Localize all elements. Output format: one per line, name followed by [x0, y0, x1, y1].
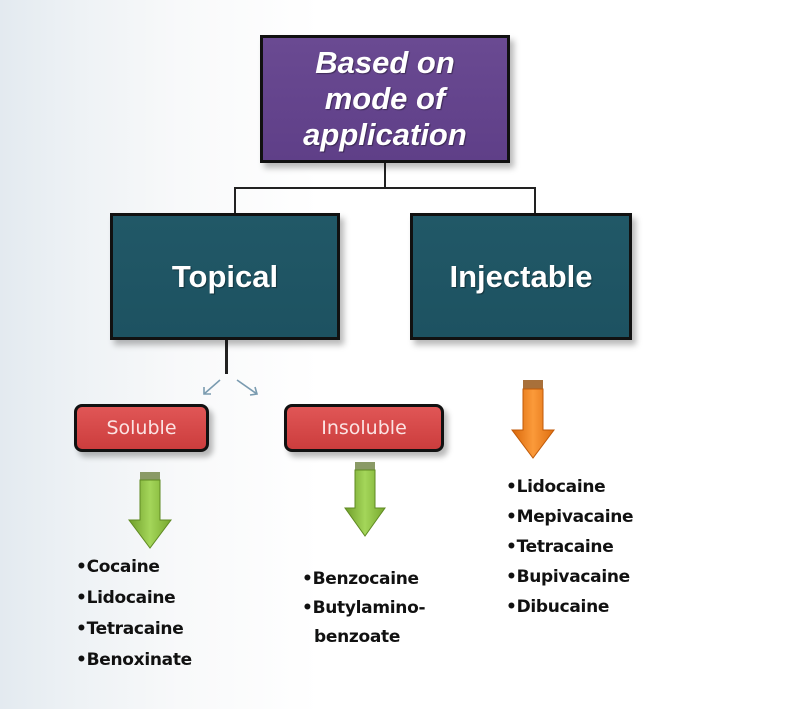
connector-horizontal	[234, 187, 536, 189]
soluble-drug-list: •Cocaine •Lidocaine •Tetracaine •Benoxin…	[76, 552, 192, 676]
injectable-label: Injectable	[449, 258, 593, 294]
injectable-node: Injectable	[410, 213, 632, 340]
bullet: •	[76, 557, 87, 577]
insoluble-node: Insoluble	[284, 404, 444, 452]
bullet: •	[76, 619, 87, 639]
drug-name: Mepivacaine	[516, 507, 634, 527]
drug-name: Bupivacaine	[516, 567, 631, 587]
soluble-node: Soluble	[74, 404, 209, 452]
insoluble-label: Insoluble	[321, 417, 407, 439]
list-item: •Butylamino-	[302, 594, 426, 623]
list-item: •Lidocaine	[76, 583, 192, 614]
bullet: •	[506, 477, 517, 497]
soluble-label: Soluble	[106, 417, 177, 439]
insoluble-down-arrow-icon	[344, 462, 386, 537]
root-label-line-1: Based on	[315, 45, 455, 80]
connector-topical-up	[234, 187, 236, 214]
drug-name: Dibucaine	[516, 597, 610, 617]
connector-injectable-up	[534, 187, 536, 214]
insoluble-drug-list: •Benzocaine •Butylamino- benzoate	[302, 565, 426, 652]
drug-name: Benoxinate	[86, 650, 193, 670]
drug-name: Benzocaine	[312, 569, 419, 589]
drug-name: Lidocaine	[86, 588, 176, 608]
drug-name: Lidocaine	[516, 477, 606, 497]
drug-name: Butylamino-	[312, 598, 426, 618]
drug-name: Cocaine	[86, 557, 160, 577]
connector-topical-down	[225, 340, 228, 374]
root-label-line-2: mode of	[324, 81, 446, 116]
split-arrows	[203, 379, 259, 396]
bullet: •	[76, 650, 87, 670]
list-item: •Dibucaine	[506, 592, 633, 622]
drug-name: Tetracaine	[516, 537, 614, 557]
split-arrow-left-head	[203, 387, 211, 395]
bullet: •	[506, 537, 517, 557]
connector-root-down	[384, 163, 386, 188]
bullet: •	[302, 569, 313, 589]
soluble-down-arrow-icon	[128, 472, 172, 549]
bullet: •	[76, 588, 87, 608]
injectable-down-arrow-icon	[511, 380, 555, 459]
list-item: •Mepivacaine	[506, 502, 634, 532]
list-item: •Benoxinate	[76, 645, 192, 676]
list-item: •Tetracaine	[76, 614, 192, 645]
list-item: •Benzocaine	[302, 565, 425, 594]
drug-name: Tetracaine	[86, 619, 184, 639]
root-node: Based on mode of application	[260, 35, 510, 163]
injectable-drug-list: •Lidocaine •Mepivacaine •Tetracaine •Bup…	[506, 472, 634, 622]
list-item: •Cocaine	[76, 552, 192, 583]
list-item: •Lidocaine	[506, 472, 633, 502]
topical-label: Topical	[171, 258, 279, 294]
list-item-continuation: benzoate	[314, 627, 401, 647]
list-item: •Tetracaine	[506, 532, 633, 562]
split-arrow-right-head	[249, 386, 259, 396]
bullet: •	[302, 598, 313, 618]
bullet: •	[506, 567, 517, 587]
split-arrow-right	[236, 379, 258, 395]
split-arrow-left	[203, 379, 221, 395]
topical-node: Topical	[110, 213, 340, 340]
bullet: •	[506, 507, 517, 527]
root-label-line-3: application	[303, 117, 467, 152]
bullet: •	[506, 597, 517, 617]
list-item: •Bupivacaine	[506, 562, 633, 592]
